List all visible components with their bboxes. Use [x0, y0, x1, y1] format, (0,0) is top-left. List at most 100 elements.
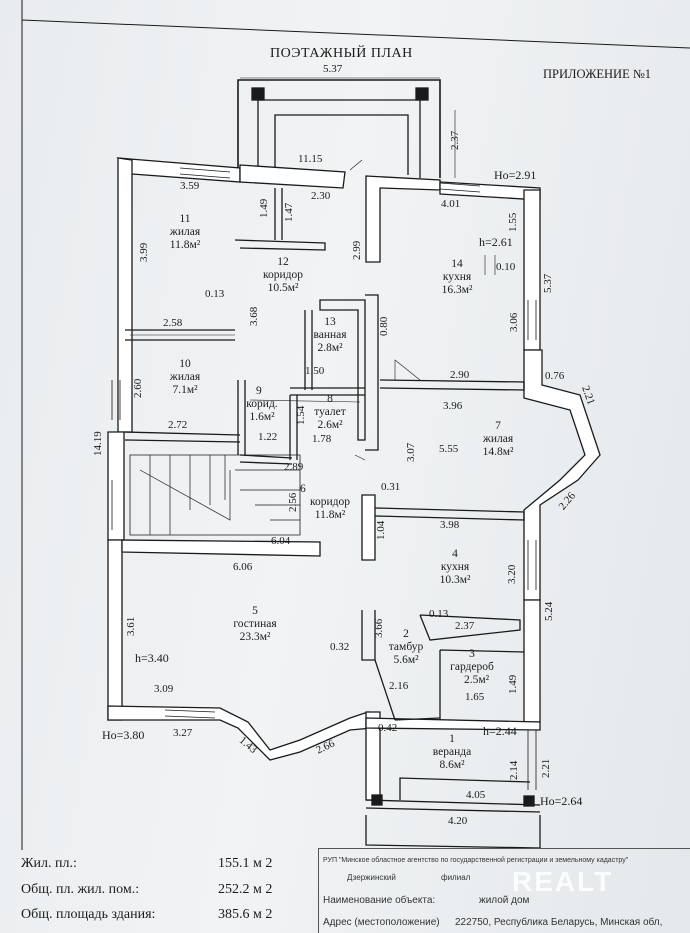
room-area: 11.8м² — [169, 239, 201, 251]
dimension-label: 1.49 — [507, 674, 519, 694]
room-area: 8.6м² — [439, 759, 465, 771]
room-number: 8 — [327, 393, 333, 405]
dimension-label: 3.68 — [248, 306, 260, 326]
room-name: кухня — [442, 271, 472, 283]
room-area: 2.6м² — [317, 419, 343, 431]
room-name: гостиная — [233, 618, 277, 630]
room-2: 2 тамбур 5.6м² — [380, 628, 432, 667]
stamp-object-label: Наименование объекта: — [323, 895, 436, 906]
room-name: ванная — [313, 329, 347, 341]
dimension-label: 1.50 — [305, 365, 325, 377]
dimension-label: 6.04 — [271, 535, 291, 547]
registry-stamp: РУП "Минское областное агентство по госу… — [318, 848, 690, 933]
dimension-label: 0.76 — [545, 370, 565, 382]
room-area: 16.3м² — [441, 284, 473, 296]
room-number: 13 — [324, 316, 336, 328]
dimension-label: 5.37 — [323, 63, 343, 75]
dimension-label: 3.96 — [443, 400, 463, 412]
room-1: 1 веранда 8.6м² — [420, 733, 484, 772]
ho-label: Ho=3.80 — [102, 728, 145, 742]
dimension-label: 5.37 — [542, 273, 554, 293]
room-14: 14 кухня 16.3м² — [424, 258, 490, 297]
stamp-branch: Дзержинский — [347, 873, 396, 882]
dimension-label: 2.37 — [449, 130, 461, 150]
dimension-label: 3.27 — [173, 727, 193, 739]
ho-label: Ho=2.91 — [494, 168, 537, 182]
dimension-label: 0.10 — [496, 261, 516, 273]
room-number: 7 — [495, 420, 501, 432]
room-12: 12 коридор 10.5м² — [250, 256, 316, 295]
stamp-address-label: Адрес (местоположение) — [323, 917, 440, 928]
height-label: h=2.44 — [483, 724, 517, 738]
room-5: 5 гостиная 23.3м² — [222, 605, 288, 644]
room-number: 14 — [451, 258, 463, 270]
dimension-label: 2.16 — [389, 680, 409, 692]
summary-building-area-value: 385.6 м 2 — [218, 907, 273, 922]
summary-living-area-label: Жил. пл.: — [21, 856, 77, 871]
room-name: коридор — [309, 496, 350, 508]
room-name: туалет — [314, 406, 346, 418]
dimension-label: 4.05 — [466, 789, 486, 801]
stamp-org: РУП "Минское областное агентство по госу… — [323, 857, 629, 864]
dimension-label: 1.22 — [258, 431, 278, 443]
room-name: жилая — [169, 226, 201, 238]
room-4: 4 кухня 10.3м² — [425, 548, 485, 587]
room-name: веранда — [432, 746, 472, 758]
dimension-label: 0.13 — [429, 608, 449, 620]
dimension-label: 2.37 — [455, 620, 475, 632]
room-3: 3 гардероб 2.5м² — [444, 648, 500, 687]
room-number: 5 — [252, 605, 258, 617]
dimension-label: 1.55 — [507, 212, 519, 232]
room-6: 6 коридор 11.8м² — [300, 483, 360, 522]
height-label: h=2.61 — [479, 235, 513, 249]
room-number: 10 — [179, 358, 191, 370]
dimension-label: 2.30 — [311, 190, 331, 202]
room-area: 7.1м² — [172, 384, 198, 396]
dimension-label: 1.49 — [258, 198, 270, 218]
dimension-label: 3.06 — [508, 312, 520, 332]
room-11: 11 жилая 11.8м² — [155, 213, 215, 252]
dimension-label: 1.47 — [283, 202, 295, 222]
room-name: жилая — [169, 371, 201, 383]
dimension-label: 5.24 — [543, 601, 555, 621]
room-area: 5.6м² — [393, 654, 419, 666]
room-name: жилая — [482, 433, 514, 445]
summary-total-living-value: 252.2 м 2 — [218, 882, 273, 897]
dimension-label: 1.04 — [375, 520, 387, 540]
realt-watermark: REALT — [512, 866, 614, 897]
dimension-label: 0.80 — [378, 316, 390, 336]
room-area: 2.8м² — [317, 342, 343, 354]
dimension-label: 3.61 — [125, 616, 137, 636]
dimension-label: 2.72 — [168, 419, 188, 431]
dimension-label: 3.07 — [405, 442, 417, 462]
room-name: кухня — [440, 561, 470, 573]
room-name: коридор — [262, 269, 303, 281]
summary-total-living-label: Общ. пл. жил. пом.: — [21, 882, 140, 897]
room-7: 7 жилая 14.8м² — [470, 420, 526, 459]
room-13: 13 ванная 2.8м² — [306, 316, 354, 355]
room-area: 2.5м² — [464, 674, 490, 686]
room-number: 3 — [469, 648, 475, 660]
room-number: 9 — [256, 385, 262, 397]
dimension-label: 2.14 — [508, 760, 520, 780]
room-number: 4 — [452, 548, 458, 560]
dimension-label: 14.19 — [92, 431, 104, 456]
room-area: 10.5м² — [267, 282, 299, 294]
plan-title: ПОЭТАЖНЫЙ ПЛАН — [270, 46, 413, 61]
stamp-object-value: жилой дом — [479, 895, 530, 906]
dimension-label: 0.42 — [378, 722, 398, 734]
dimension-label: 11.15 — [298, 153, 323, 165]
dimension-label: 3.59 — [180, 180, 200, 192]
room-name: гардероб — [450, 661, 494, 673]
summary-building-area-label: Общ. площадь здания: — [21, 907, 156, 922]
dimension-label: 2.58 — [163, 317, 183, 329]
room-number: 11 — [179, 213, 191, 225]
appendix-label: ПРИЛОЖЕНИЕ №1 — [543, 67, 652, 81]
dimension-label: 0.31 — [381, 481, 401, 493]
dimension-label: 3.98 — [440, 519, 460, 531]
dimension-label: 2.56 — [287, 492, 299, 512]
dimension-label: 2.90 — [450, 369, 470, 381]
room-number: 2 — [403, 628, 409, 640]
